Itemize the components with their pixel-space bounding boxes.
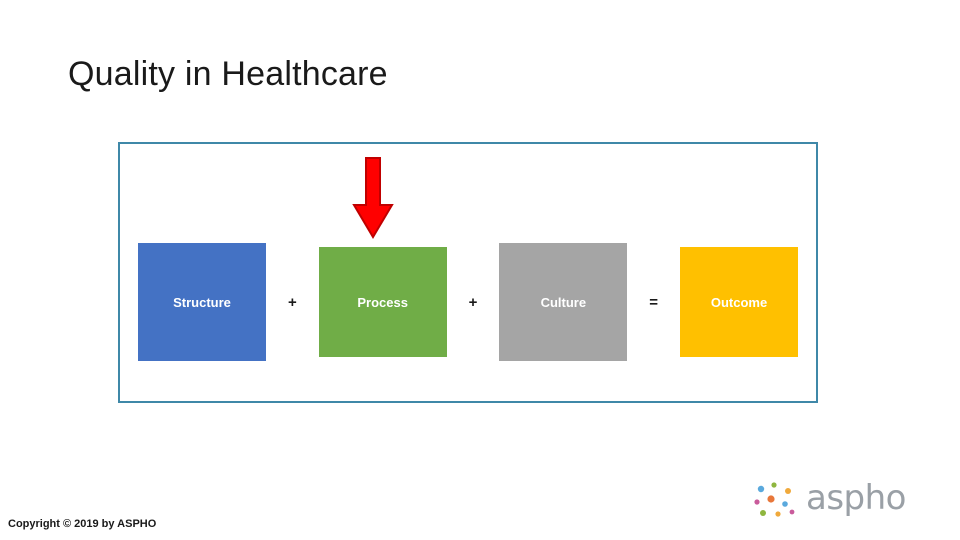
operator-plus-1: +: [287, 293, 297, 311]
operator-equals: =: [649, 293, 659, 311]
copyright-text: Copyright © 2019 by ASPHO: [8, 518, 157, 530]
box-structure-label: Structure: [173, 294, 231, 310]
aspho-logo-text: aspho: [806, 478, 906, 518]
diagram-frame: [118, 142, 818, 403]
box-process-label: Process: [357, 294, 408, 310]
box-outcome-label: Outcome: [710, 294, 768, 310]
page-title: Quality in Healthcare: [68, 55, 388, 93]
equation-row: Structure + Process + Culture = Outcome: [138, 243, 799, 361]
red-down-arrow-icon: [352, 157, 394, 239]
box-process[interactable]: Process: [318, 247, 447, 357]
aspho-dots-icon: [752, 480, 802, 520]
aspho-logo: aspho: [752, 476, 948, 524]
box-culture-label: Culture: [540, 294, 587, 310]
box-structure[interactable]: Structure: [138, 243, 266, 361]
operator-plus-2: +: [468, 293, 478, 311]
box-culture[interactable]: Culture: [499, 243, 628, 361]
box-outcome[interactable]: Outcome: [680, 247, 799, 357]
